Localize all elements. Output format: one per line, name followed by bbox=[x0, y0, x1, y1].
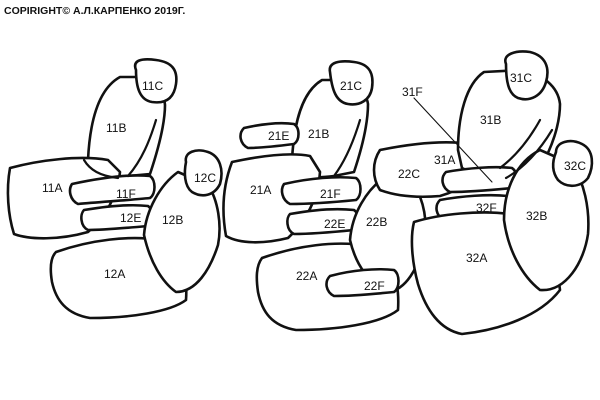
copyright-text: COPIRIGHT© А.Л.КАРПЕНКО 2019Г. bbox=[4, 5, 185, 17]
label-21B: 21B bbox=[308, 127, 329, 141]
label-22A: 22A bbox=[296, 269, 317, 283]
seat-group-1 bbox=[6, 58, 223, 320]
label-11F: 11F bbox=[116, 187, 136, 201]
headrest-31C bbox=[504, 50, 549, 101]
label-21E: 21E bbox=[268, 129, 289, 143]
armrest-22E bbox=[286, 207, 360, 236]
label-22E: 22E bbox=[324, 217, 345, 231]
label-31C: 31C bbox=[510, 71, 532, 85]
label-11C: 11C bbox=[142, 79, 163, 93]
label-22C: 22C bbox=[398, 167, 420, 181]
label-21C: 21C bbox=[340, 79, 362, 93]
label-21A: 21A bbox=[250, 183, 271, 197]
seat-group-3 bbox=[372, 50, 594, 336]
label-12E: 12E bbox=[120, 211, 141, 225]
label-12C: 12C bbox=[194, 171, 216, 185]
backrest-12B bbox=[142, 170, 221, 294]
headrest-21C bbox=[328, 60, 374, 106]
leader-31F bbox=[413, 97, 493, 183]
headrest-12C bbox=[183, 149, 223, 197]
label-31B: 31B bbox=[480, 113, 501, 127]
headrest-11C bbox=[133, 58, 178, 104]
label-12B: 12B bbox=[162, 213, 183, 227]
label-22B: 22B bbox=[366, 215, 387, 229]
label-22F: 22F bbox=[364, 279, 385, 293]
label-11B: 11B bbox=[106, 121, 126, 135]
label-31A: 31A bbox=[434, 153, 455, 167]
label-31F: 31F bbox=[402, 85, 423, 99]
label-32C: 32C bbox=[564, 159, 586, 173]
headrest-32C bbox=[551, 139, 594, 188]
label-11A: 11A bbox=[42, 181, 62, 195]
armrest-31F bbox=[441, 165, 518, 194]
armrest-21E bbox=[239, 121, 300, 150]
label-21F: 21F bbox=[320, 187, 341, 201]
armrest-12E bbox=[80, 203, 154, 232]
label-32B: 32B bbox=[526, 209, 547, 223]
label-12A: 12A bbox=[104, 267, 125, 281]
label-32F: 32F bbox=[476, 201, 497, 215]
labels: COPIRIGHT© А.Л.КАРПЕНКО 2019Г. 11C 11B 1… bbox=[4, 5, 586, 293]
label-32A: 32A bbox=[466, 251, 487, 265]
armrest-22F bbox=[325, 267, 400, 298]
armrest-21F bbox=[280, 175, 362, 206]
